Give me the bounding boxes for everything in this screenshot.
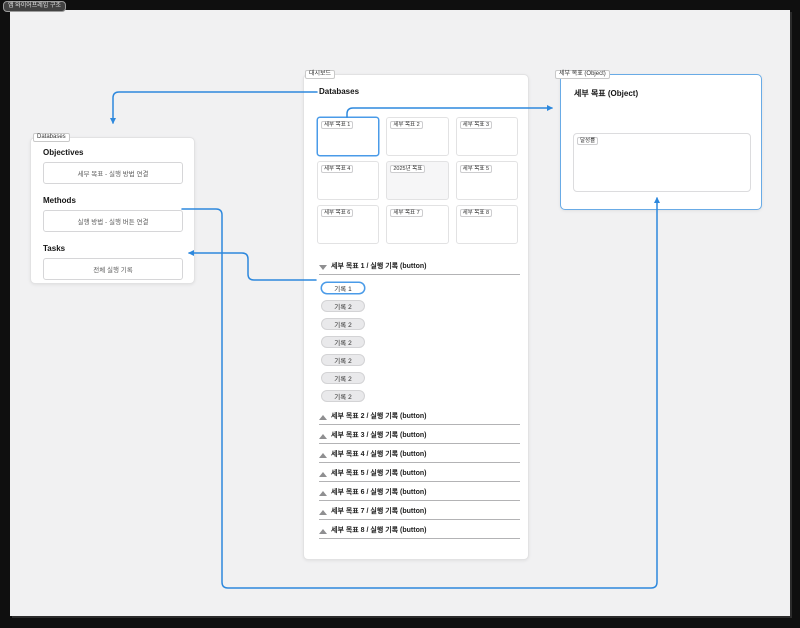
- collapsed-record-section: 세부 목표 6 / 실행 기록 (button): [319, 489, 520, 501]
- triangle-up-icon: [319, 414, 327, 420]
- record-button[interactable]: 기록 2: [321, 390, 365, 402]
- collapsed-record-section: 세부 목표 5 / 실행 기록 (button): [319, 470, 520, 482]
- goal-card-label: 세부 목표 4: [321, 165, 354, 173]
- collapsed-section-title: 세부 목표 2 / 실행 기록 (button): [331, 413, 427, 420]
- triangle-up-icon: [319, 490, 327, 496]
- triangle-up-icon: [319, 433, 327, 439]
- collapsed-section-title: 세부 목표 4 / 실행 기록 (button): [331, 451, 427, 458]
- goal-card-label: 세부 목표 2: [390, 121, 423, 129]
- databases-panel-tab[interactable]: Databases: [33, 133, 70, 142]
- section-field[interactable]: 전체 실행 기록: [43, 258, 183, 280]
- collapsed-record-section: 세부 목표 3 / 실행 기록 (button): [319, 432, 520, 444]
- collapsed-record-section: 세부 목표 2 / 실행 기록 (button): [319, 413, 520, 425]
- record-button[interactable]: 기록 2: [321, 336, 365, 348]
- goal-card[interactable]: 세부 목표 8: [455, 205, 518, 244]
- record-button[interactable]: 기록 1: [321, 282, 365, 294]
- divider: [319, 274, 520, 275]
- expanded-record-section: 세부 목표 1 / 실행 기록 (button) 기록 1 기록 2 기록 2 기록 …: [319, 263, 520, 402]
- divider: [319, 424, 520, 425]
- record-button[interactable]: 기록 2: [321, 372, 365, 384]
- goal-card[interactable]: 세부 목표 2: [386, 117, 449, 156]
- collapsed-section-title: 세부 목표 7 / 실행 기록 (button): [331, 508, 427, 515]
- section-field[interactable]: 실행 방법 - 실행 버튼 연결: [43, 210, 183, 232]
- divider: [319, 462, 520, 463]
- triangle-up-icon: [319, 528, 327, 534]
- goal-card-label: 세부 목표 3: [459, 121, 493, 129]
- collapsed-section-header[interactable]: 세부 목표 3 / 실행 기록 (button): [319, 432, 520, 440]
- form-section: Objectives 세부 목표 - 실행 방법 연결: [43, 148, 183, 184]
- dashboard-panel-tab[interactable]: 대시보드: [305, 70, 336, 79]
- goal-card-label: 2025년 목표: [390, 165, 426, 173]
- collapsed-section-header[interactable]: 세부 목표 8 / 실행 기록 (button): [319, 527, 520, 535]
- goal-card[interactable]: 세부 목표 7: [386, 205, 449, 244]
- form-section: Methods 실행 방법 - 실행 버튼 연결: [43, 196, 183, 232]
- goal-card[interactable]: 세부 목표 3: [455, 117, 518, 156]
- section-heading: Objectives: [43, 148, 84, 157]
- record-button[interactable]: 기록 2: [321, 318, 365, 330]
- collapsed-section-header[interactable]: 세부 목표 6 / 실행 기록 (button): [319, 489, 520, 497]
- section-field[interactable]: 세부 목표 - 실행 방법 연결: [43, 162, 183, 184]
- dashboard-panel[interactable]: 대시보드 Databases 세부 목표 1 세부 목표 2 세부 목표 3 세…: [303, 70, 529, 560]
- detail-object-panel[interactable]: 세부 목표 (Object) 세부 목표 (Object) 달성률: [555, 70, 762, 210]
- record-button[interactable]: 기록 2: [321, 354, 365, 366]
- divider: [319, 519, 520, 520]
- goal-card[interactable]: 세부 목표 1: [317, 117, 380, 156]
- triangle-up-icon: [319, 471, 327, 477]
- collapsed-section-header[interactable]: 세부 목표 2 / 실행 기록 (button): [319, 413, 520, 421]
- detail-object-panel-tab[interactable]: 세부 목표 (Object): [555, 70, 610, 79]
- goal-card-label: 세부 목표 5: [459, 165, 493, 173]
- record-button[interactable]: 기록 2: [321, 300, 365, 312]
- goal-card-label: 세부 목표 6: [321, 209, 354, 217]
- collapsed-record-section: 세부 목표 4 / 실행 기록 (button): [319, 451, 520, 463]
- frame-title-tag: 앱 와이어프레임 구조: [3, 1, 67, 12]
- section-heading: Tasks: [43, 244, 66, 253]
- goal-card[interactable]: 세부 목표 6: [317, 205, 380, 244]
- form-section: Tasks 전체 실행 기록: [43, 244, 183, 280]
- expanded-section-header[interactable]: 세부 목표 1 / 실행 기록 (button): [319, 263, 520, 271]
- design-canvas[interactable]: Databases Objectives 세부 목표 - 실행 방법 연결 Me…: [10, 10, 790, 616]
- achievement-rate-label: 달성률: [577, 137, 599, 145]
- triangle-down-icon: [319, 264, 327, 270]
- divider: [319, 500, 520, 501]
- collapsed-section-title: 세부 목표 6 / 실행 기록 (button): [331, 489, 427, 496]
- goal-card-label: 세부 목표 1: [321, 121, 354, 129]
- collapsed-record-section: 세부 목표 7 / 실행 기록 (button): [319, 508, 520, 520]
- collapsed-section-title: 세부 목표 5 / 실행 기록 (button): [331, 470, 427, 477]
- divider: [319, 481, 520, 482]
- dashboard-heading: Databases: [319, 87, 360, 96]
- goal-card[interactable]: 세부 목표 4: [317, 161, 380, 200]
- collapsed-section-title: 세부 목표 3 / 실행 기록 (button): [331, 432, 427, 439]
- collapsed-section-header[interactable]: 세부 목표 7 / 실행 기록 (button): [319, 508, 520, 516]
- achievement-rate-box[interactable]: 달성률: [573, 133, 751, 192]
- divider: [319, 443, 520, 444]
- collapsed-section-title: 세부 목표 8 / 실행 기록 (button): [331, 527, 427, 534]
- collapsed-section-header[interactable]: 세부 목표 5 / 실행 기록 (button): [319, 470, 520, 478]
- goal-card[interactable]: 세부 목표 5: [455, 161, 518, 200]
- section-heading: Methods: [43, 196, 76, 205]
- expanded-section-title: 세부 목표 1 / 실행 기록 (button): [331, 263, 427, 270]
- divider: [319, 538, 520, 539]
- triangle-up-icon: [319, 452, 327, 458]
- goal-card-label: 세부 목표 7: [390, 209, 423, 217]
- triangle-up-icon: [319, 509, 327, 515]
- goal-card[interactable]: 2025년 목표: [386, 161, 449, 200]
- goal-card-label: 세부 목표 8: [459, 209, 493, 217]
- collapsed-record-section: 세부 목표 8 / 실행 기록 (button): [319, 527, 520, 539]
- detail-object-heading: 세부 목표 (Object): [574, 89, 639, 98]
- collapsed-section-header[interactable]: 세부 목표 4 / 실행 기록 (button): [319, 451, 520, 459]
- databases-panel[interactable]: Databases Objectives 세부 목표 - 실행 방법 연결 Me…: [30, 133, 195, 284]
